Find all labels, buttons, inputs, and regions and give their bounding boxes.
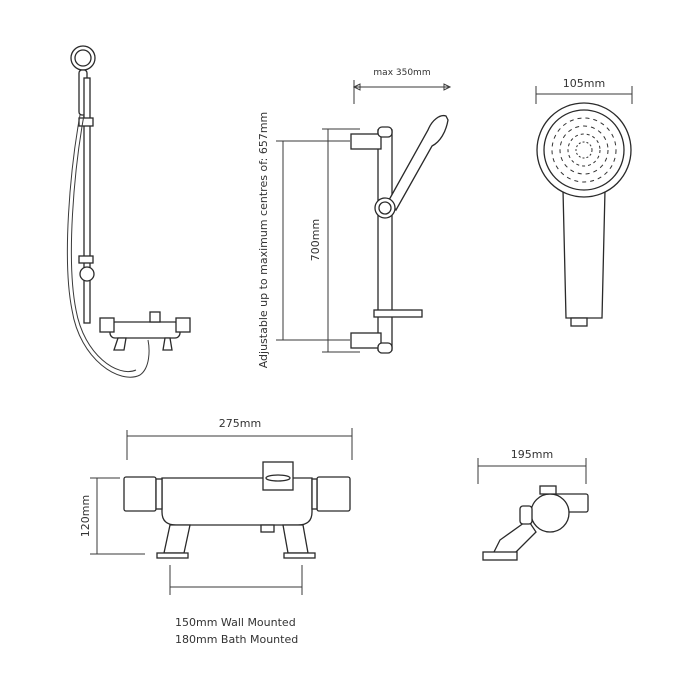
shower-kit-overview	[66, 45, 191, 378]
mixer-front-view: 275mm 120mm 150mm Wall Mounted 180mm Bat…	[79, 417, 353, 646]
rail-length-label: 700mm	[309, 219, 322, 261]
shower-head-view: 105mm	[535, 77, 633, 327]
centres-bath-label: 180mm Bath Mounted	[175, 633, 298, 646]
mixer-width-label: 275mm	[219, 417, 261, 430]
head-diameter-label: 105mm	[563, 77, 605, 90]
mixer-depth-label: 195mm	[511, 448, 553, 461]
rail-centres-label: Adjustable up to maximum centres of: 657…	[257, 112, 270, 369]
riser-rail-view: max 350mm 700mm Adjustable up to maximum…	[257, 68, 452, 369]
mixer-height-label: 120mm	[79, 495, 92, 537]
centres-wall-label: 150mm Wall Mounted	[175, 616, 296, 629]
max-reach-label: max 350mm	[373, 68, 430, 78]
mixer-side-view: 195mm	[477, 448, 589, 561]
